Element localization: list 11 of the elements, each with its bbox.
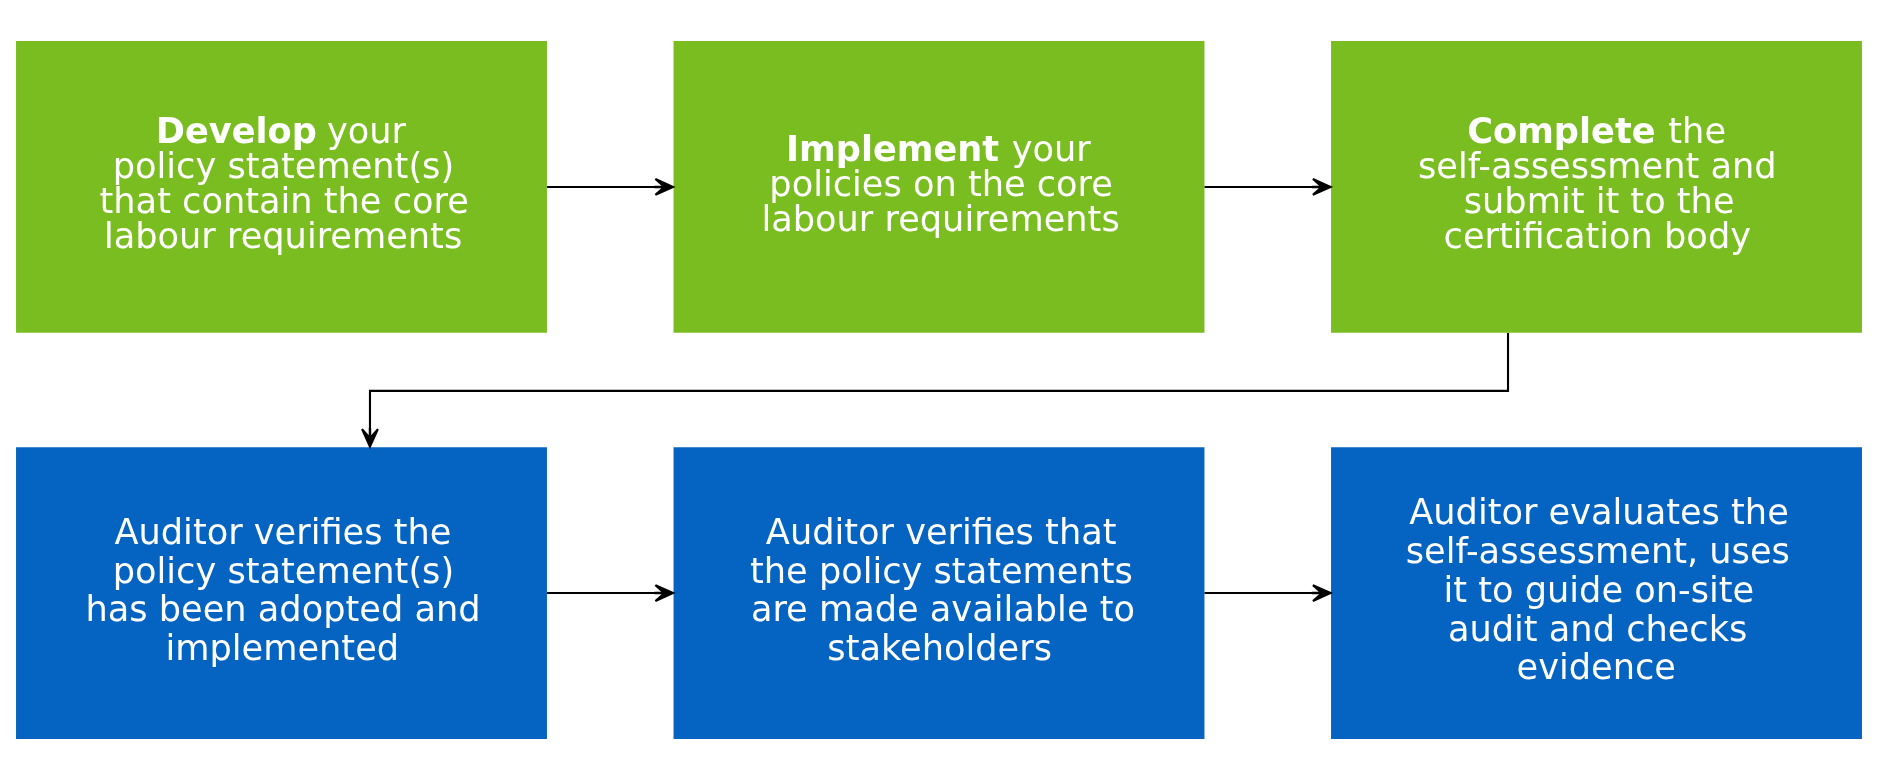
node-box: Auditor evaluates the self-assessment, uses it to guide on-site audit and checks evidence — [1331, 447, 1862, 739]
arrow — [547, 584, 675, 602]
node-box: Implement your policies on the core labour requirements — [673, 41, 1205, 333]
arrow — [361, 333, 1510, 448]
arrow — [547, 178, 675, 196]
node-box: Develop your policy statement(s) that contain the core labour requirements — [16, 41, 547, 333]
node-box: Auditor verifies that the policy statements are made available to stakeholders — [673, 447, 1205, 739]
arrow — [1204, 178, 1332, 196]
node-box: Auditor verifies the policy statement(s) has been adopted and implemented — [16, 447, 547, 739]
arrow — [1204, 584, 1332, 602]
node-box: Complete the self-assessment and submit it to the certification body — [1331, 41, 1862, 333]
